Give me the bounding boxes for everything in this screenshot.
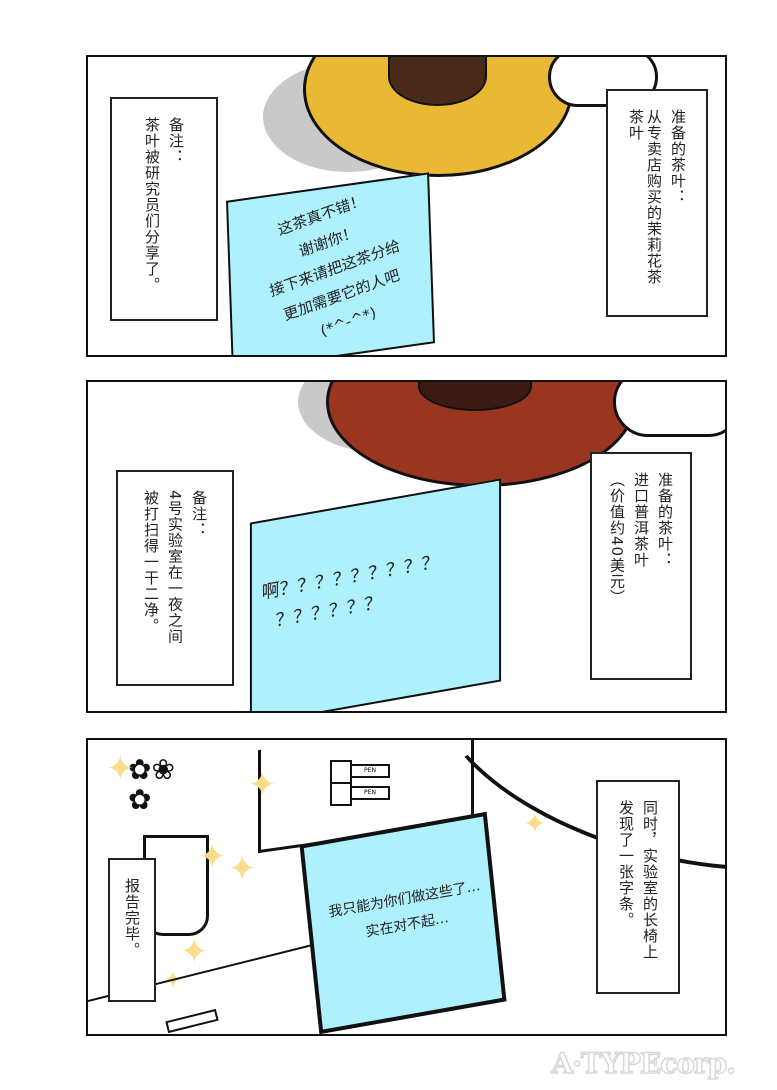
- tea-infuser: [388, 57, 487, 106]
- sparkle-icon: ✦: [248, 765, 277, 805]
- note-text: 我只能为你们做这些了… 实在对不起…: [327, 878, 482, 941]
- caption-line: 准备的茶叶：: [656, 472, 674, 568]
- desk-drawer-handle: [165, 1008, 219, 1034]
- caption-right: 准备的茶叶： 进口普洱茶叶 （价值约40美元）: [590, 452, 692, 680]
- sticky-note: 这茶真不错！ 谢谢你！ 接下来请把这茶分给 更加需要它的人吧 (*^-^*): [226, 172, 435, 355]
- caption-line: 被打扫得一干二净。: [142, 490, 160, 634]
- caption-right: 同时，实验室的长椅上 发现了一张字条。: [596, 780, 680, 994]
- sparkle-icon: ✦: [106, 749, 135, 789]
- manga-panel-3: PEN PEN ✿❀✿ ✦ ✦ ✦ ✦ ✦ ✦ ✦ 报告完毕。 我只能为你们做这…: [86, 738, 727, 1036]
- caption-line: 发现了一张字条。: [617, 800, 635, 928]
- sticky-note: 啊？？？？？？？？？ ？？？？？？: [249, 478, 502, 711]
- caption-line: 同时，实验室的长椅上: [641, 800, 659, 960]
- caption-line: 从专卖店购买的茉莉花茶茶叶: [627, 109, 663, 285]
- sparkle-icon: ✦: [198, 837, 227, 877]
- caption-left: 备注： 茶叶被研究员们分享了。: [110, 97, 218, 321]
- watermark-logo: A·TYPEcorp.: [551, 1046, 737, 1081]
- sparkle-icon: ✦: [180, 932, 209, 972]
- caption-line: 备注：: [190, 490, 208, 538]
- manga-panel-1: 备注： 茶叶被研究员们分享了。 这茶真不错！ 谢谢你！ 接下来请把这茶分给 更加…: [86, 55, 727, 357]
- teapot-handle: [613, 382, 725, 437]
- note-text: 啊？？？？？？？？？ ？？？？？？: [261, 551, 440, 632]
- caption-line: 准备的茶叶：: [669, 109, 687, 205]
- caption-line: 备注：: [167, 117, 185, 165]
- caption-line: 进口普洱茶叶: [632, 472, 650, 568]
- sticky-note: 我只能为你们做这些了… 实在对不起…: [299, 811, 507, 1034]
- caption-left: 备注： 4号实验室在一夜之间 被打扫得一干二净。: [116, 470, 234, 686]
- caption-left: 报告完毕。: [108, 858, 156, 1002]
- sparkle-icon: ✦: [228, 849, 257, 889]
- flowers: ✿❀✿: [128, 753, 175, 816]
- caption-right: 准备的茶叶： 从专卖店购买的茉莉花茶茶叶: [606, 89, 708, 317]
- sparkle-icon: ✦: [523, 807, 547, 840]
- pen-holder: PEN PEN: [330, 760, 390, 806]
- caption-line: 茶叶被研究员们分享了。: [143, 117, 161, 293]
- caption-line: 报告完毕。: [123, 878, 141, 958]
- caption-line: 4号实验室在一夜之间: [166, 490, 184, 645]
- manga-panel-2: 备注： 4号实验室在一夜之间 被打扫得一干二净。 啊？？？？？？？？？ ？？？？…: [86, 380, 727, 713]
- caption-line: （价值约40美元）: [608, 472, 626, 606]
- note-text: 这茶真不错！ 谢谢你！ 接下来请把这茶分给 更加需要它的人吧 (*^-^*): [267, 190, 402, 341]
